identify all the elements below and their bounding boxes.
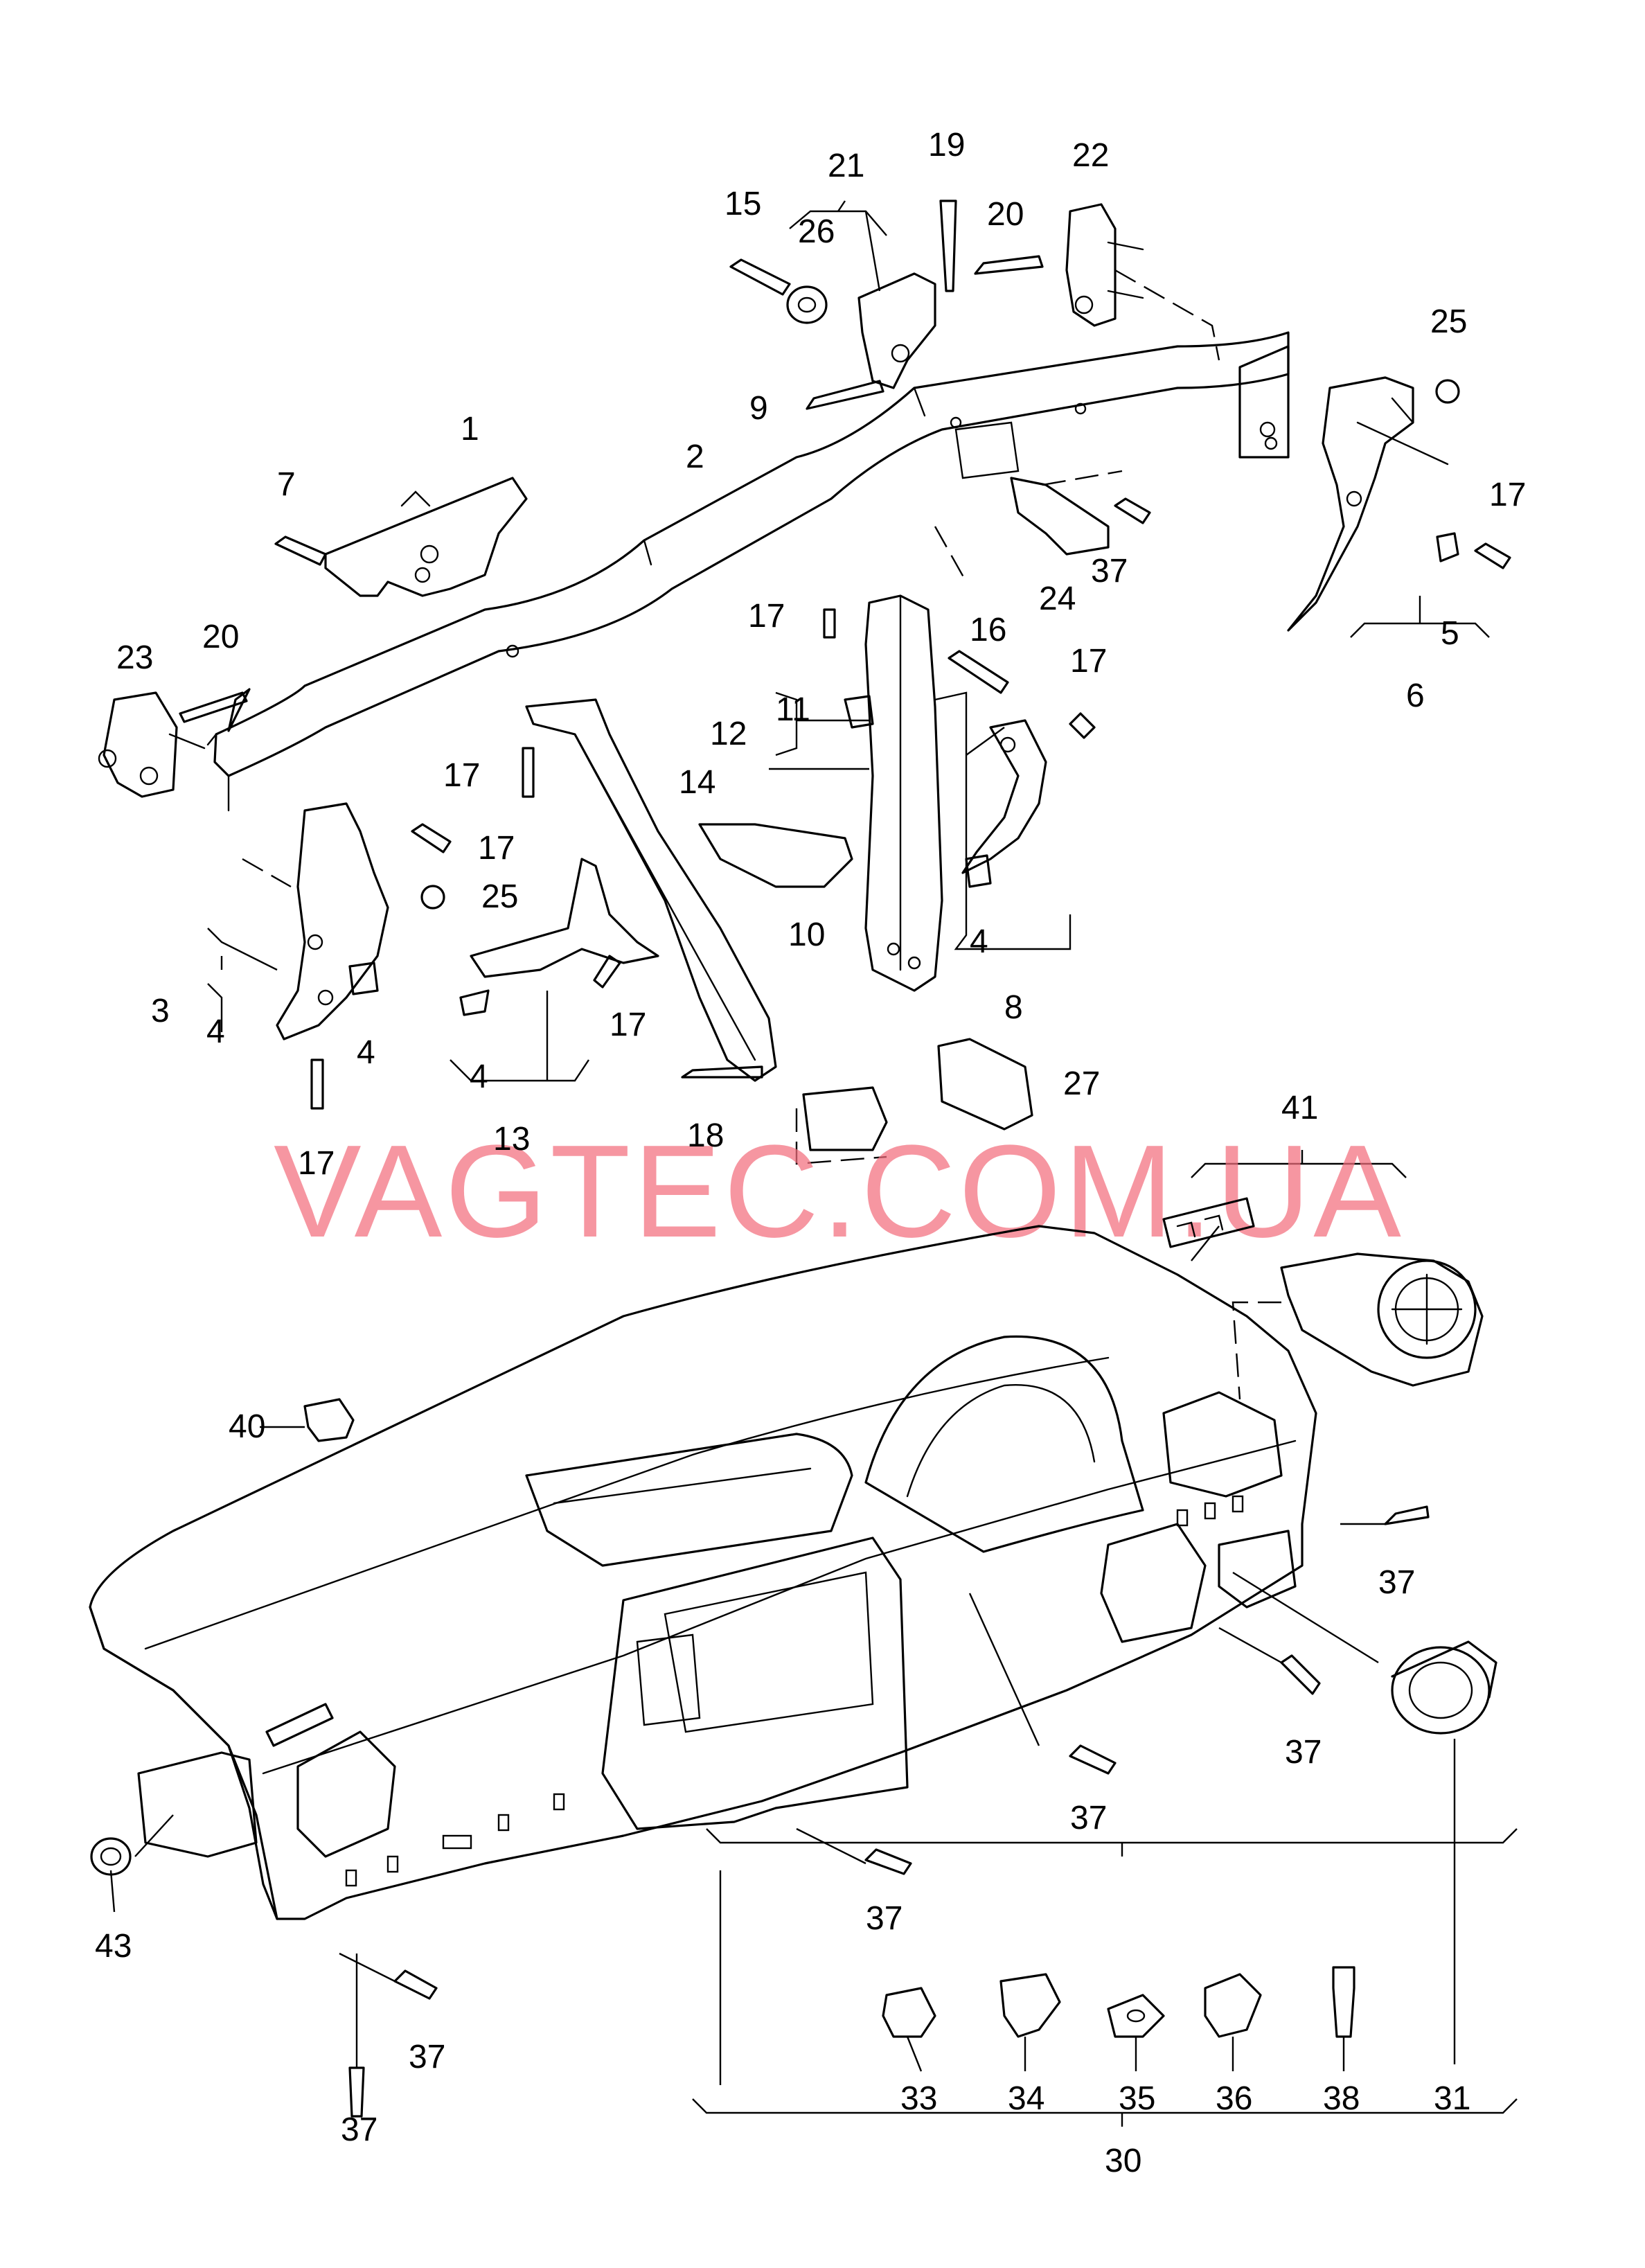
callout-34: 34 <box>1008 2080 1044 2117</box>
clip-part-4-left <box>348 962 379 995</box>
callout-20: 20 <box>987 196 1024 233</box>
clip-part-5 <box>1436 532 1459 562</box>
callout-3: 3 <box>151 993 170 1029</box>
callout-23: 23 <box>116 639 153 676</box>
callout-10: 10 <box>788 916 825 953</box>
callout-22: 22 <box>1072 137 1109 174</box>
callout-37: 37 <box>1378 1564 1415 1601</box>
callout-4: 4 <box>357 1034 375 1071</box>
nut-part-35 <box>1107 1994 1165 2038</box>
brace-part-13 <box>470 858 659 978</box>
fasteners-upper <box>179 200 1511 1110</box>
callout-19: 19 <box>928 127 965 163</box>
callout-1: 1 <box>461 411 479 448</box>
watermark-text: VAGTEC.COM.UA <box>274 1118 1404 1265</box>
vent-bezel-part-31 <box>1391 1640 1497 1735</box>
air-vent-part-41 <box>1280 1252 1484 1387</box>
screw-part-38 <box>1332 1966 1355 2038</box>
clips-row <box>882 1966 1355 2038</box>
clip-part-11 <box>844 695 874 729</box>
callout-26: 26 <box>798 213 835 250</box>
callout-37: 37 <box>1070 1800 1107 1836</box>
clip-part-34 <box>999 1973 1061 2038</box>
callout-36: 36 <box>1216 2080 1252 2117</box>
callout-38: 38 <box>1323 2080 1360 2117</box>
clip-part-36 <box>1204 1973 1262 2038</box>
mount-part-21 <box>857 272 936 389</box>
callout-11: 11 <box>776 691 810 728</box>
bracket-part-6 <box>1287 376 1449 632</box>
callout-25: 25 <box>481 878 518 915</box>
callout-31: 31 <box>1434 2080 1470 2117</box>
grommet-part-26 <box>786 285 828 324</box>
callout-40: 40 <box>229 1408 265 1445</box>
callout-4: 4 <box>470 1058 488 1095</box>
strap-part-8 <box>961 719 1047 874</box>
callout-17: 17 <box>610 1007 646 1043</box>
dashboard-mount-holes <box>345 1495 1244 1887</box>
callout-21: 21 <box>828 148 864 184</box>
bracket-part-24 <box>1010 477 1110 556</box>
leader-lines-upper <box>207 200 1518 1857</box>
gusset-part-10 <box>698 823 853 888</box>
callout-37: 37 <box>1091 553 1128 590</box>
dashboard-panel <box>89 1225 1317 1920</box>
clip-part-4-strap <box>965 854 992 888</box>
callout-17: 17 <box>443 757 480 794</box>
callout-41: 41 <box>1281 1090 1318 1126</box>
callout-30: 30 <box>1105 2143 1141 2179</box>
callout-33: 33 <box>900 2080 937 2117</box>
defroster-vent <box>1162 1197 1255 1248</box>
callout-4: 4 <box>970 923 988 960</box>
callout-37: 37 <box>341 2111 377 2148</box>
cap-part-43 <box>90 1837 132 1876</box>
bracket-part-3 <box>276 802 389 1040</box>
bracket-part-22 <box>1065 203 1144 327</box>
fasteners-lower <box>348 1505 1430 2118</box>
clip-part-40 <box>303 1398 355 1442</box>
callout-35: 35 <box>1119 2080 1155 2117</box>
callout-5: 5 <box>1441 615 1459 652</box>
clip-part-4-brace <box>459 989 490 1016</box>
callout-7: 7 <box>277 466 296 503</box>
callout-17: 17 <box>748 598 785 635</box>
callout-labels: 1 2 3 4 4 4 4 5 6 7 8 9 10 11 12 13 14 1… <box>95 127 1526 2179</box>
callout-2: 2 <box>686 438 704 475</box>
callout-6: 6 <box>1406 677 1425 714</box>
callout-13: 13 <box>493 1121 530 1158</box>
bracket-part-23 <box>98 691 206 798</box>
clip-part-33 <box>882 1987 936 2038</box>
callout-16: 16 <box>970 612 1006 648</box>
callout-27: 27 <box>1063 1065 1100 1102</box>
bracket-plate-part-1 <box>324 477 528 597</box>
cross-member-beam <box>206 331 1290 812</box>
callout-37: 37 <box>866 1900 902 1937</box>
callout-17: 17 <box>1070 643 1107 680</box>
leader-lines-lower <box>109 1225 1518 2127</box>
callout-9: 9 <box>749 390 768 427</box>
callout-24: 24 <box>1039 581 1076 617</box>
support-part-12 <box>864 594 943 992</box>
brace-part-14 <box>525 698 777 1082</box>
callout-8: 8 <box>1004 989 1023 1026</box>
callout-17: 17 <box>298 1145 335 1182</box>
callout-17: 17 <box>478 830 515 867</box>
callout-12: 12 <box>710 716 747 752</box>
callout-15: 15 <box>724 186 761 222</box>
callout-37: 37 <box>1285 1734 1322 1771</box>
callout-18: 18 <box>687 1117 724 1154</box>
callout-25: 25 <box>1430 303 1467 340</box>
callout-14: 14 <box>679 764 715 801</box>
bracket-part-27 <box>802 1038 1033 1151</box>
callout-37: 37 <box>409 2039 445 2075</box>
callout-43: 43 <box>95 1928 132 1965</box>
callout-17: 17 <box>1489 477 1526 513</box>
callout-4: 4 <box>206 1013 225 1050</box>
callout-20: 20 <box>202 619 239 655</box>
